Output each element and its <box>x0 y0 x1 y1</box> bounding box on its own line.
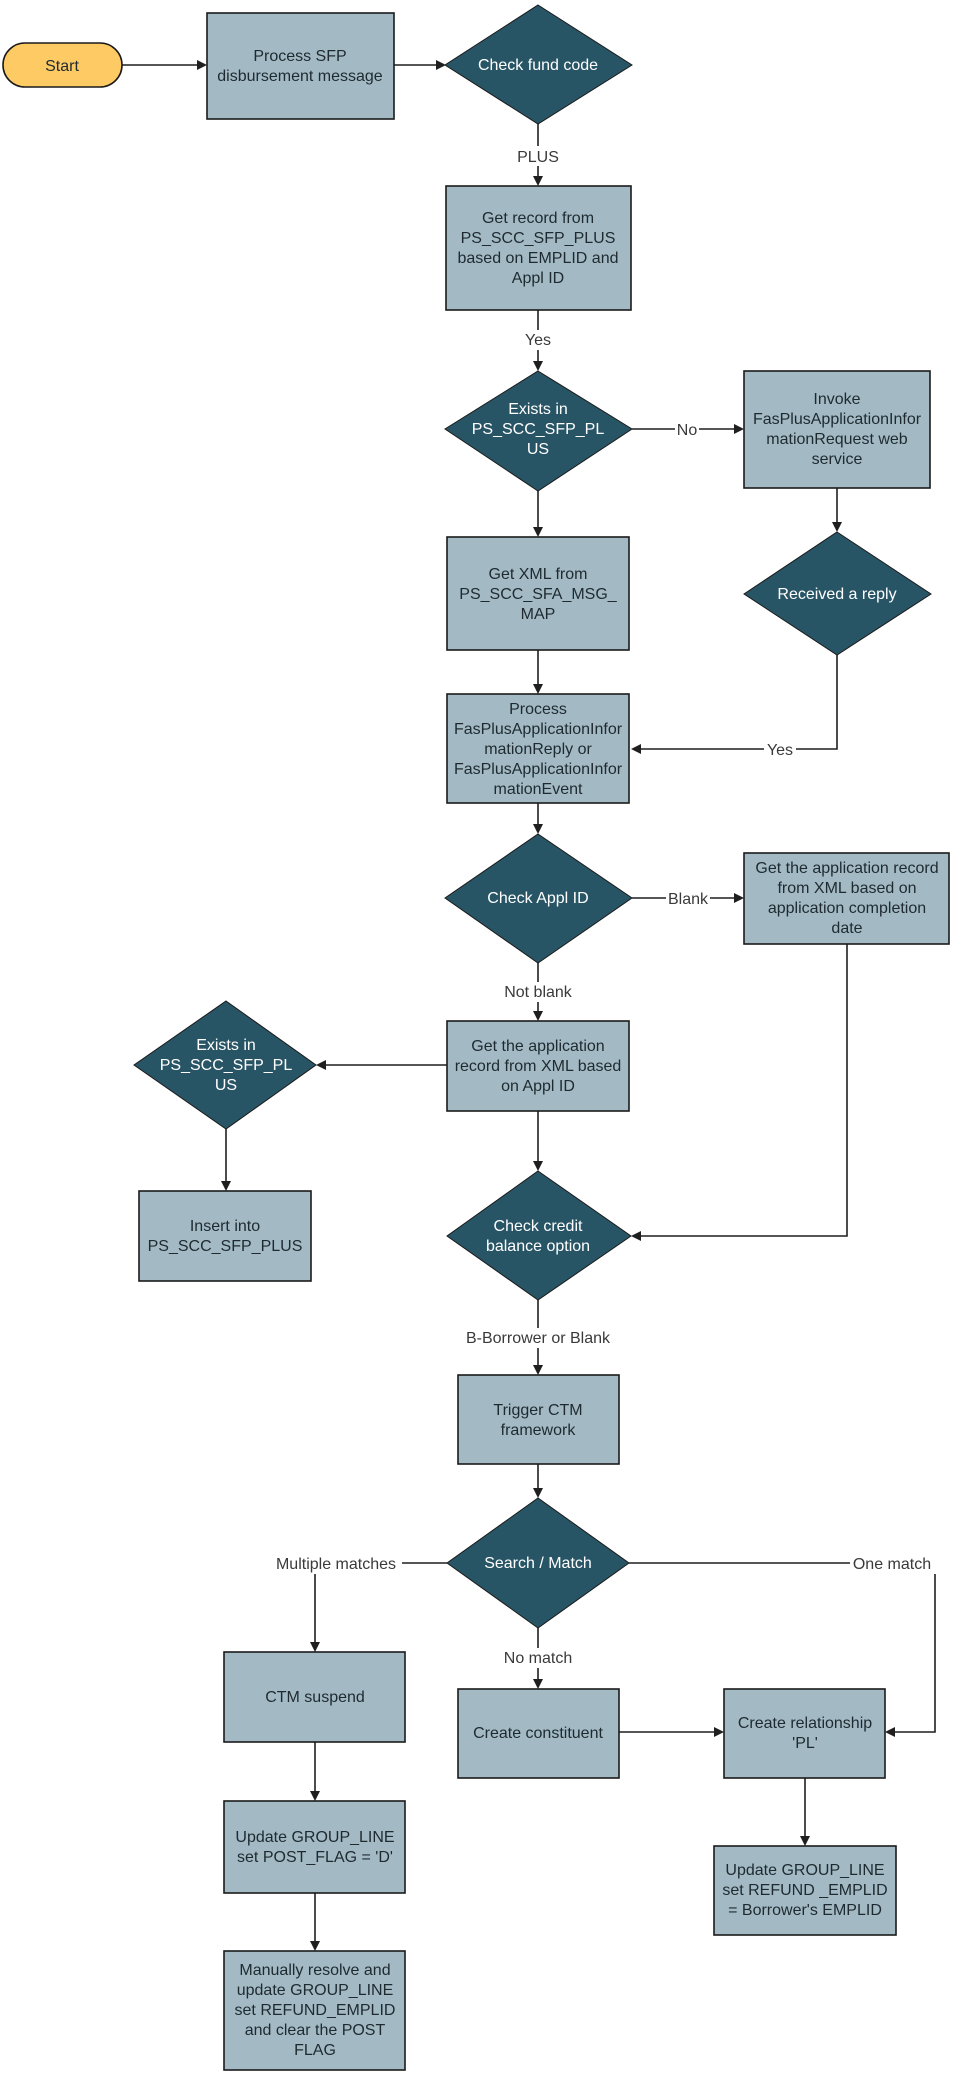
create-constituent-label: Create constituent <box>473 1725 603 1742</box>
search-match-decision: Search / Match <box>446 1497 630 1629</box>
check-appl-id-label: Check Appl ID <box>487 890 588 907</box>
check-appl-id-decision: Check Appl ID <box>444 833 633 964</box>
edge-label-yes: Yes <box>525 332 551 349</box>
edge-label-multiple-matches: Multiple matches <box>276 1556 396 1573</box>
edge-label-borrower-or-blank: B-Borrower or Blank <box>466 1330 611 1347</box>
edge-label-one-match: One match <box>853 1556 931 1573</box>
ctm-suspend-label: CTM suspend <box>265 1689 365 1706</box>
start-node: Start <box>2 42 123 88</box>
search-match-label: Search / Match <box>484 1555 592 1572</box>
create-relationship-box: Create relationship'PL' <box>723 1688 886 1779</box>
edge-label-no-match: No match <box>504 1650 572 1667</box>
edge-labels: PLUS Yes No Yes Blank Not blank B-Borrow… <box>270 146 936 1668</box>
edge-label-plus: PLUS <box>517 149 559 166</box>
received-reply-decision: Received a reply <box>743 531 932 656</box>
edge-label-blank: Blank <box>668 891 709 908</box>
edge-label-yes-reply: Yes <box>767 742 793 759</box>
ctm-suspend-box: CTM suspend <box>223 1651 406 1743</box>
edge-label-not-blank: Not blank <box>504 984 573 1001</box>
check-fund-code-decision: Check fund code <box>444 4 633 125</box>
create-constituent-box: Create constituent <box>457 1688 620 1779</box>
received-reply-label: Received a reply <box>777 586 896 603</box>
edge-label-no: No <box>677 422 698 439</box>
start-label: Start <box>45 58 79 75</box>
check-fund-code-label: Check fund code <box>478 57 598 74</box>
create-relationship-label: Create relationship'PL' <box>738 1715 872 1752</box>
connectors <box>122 60 936 1951</box>
